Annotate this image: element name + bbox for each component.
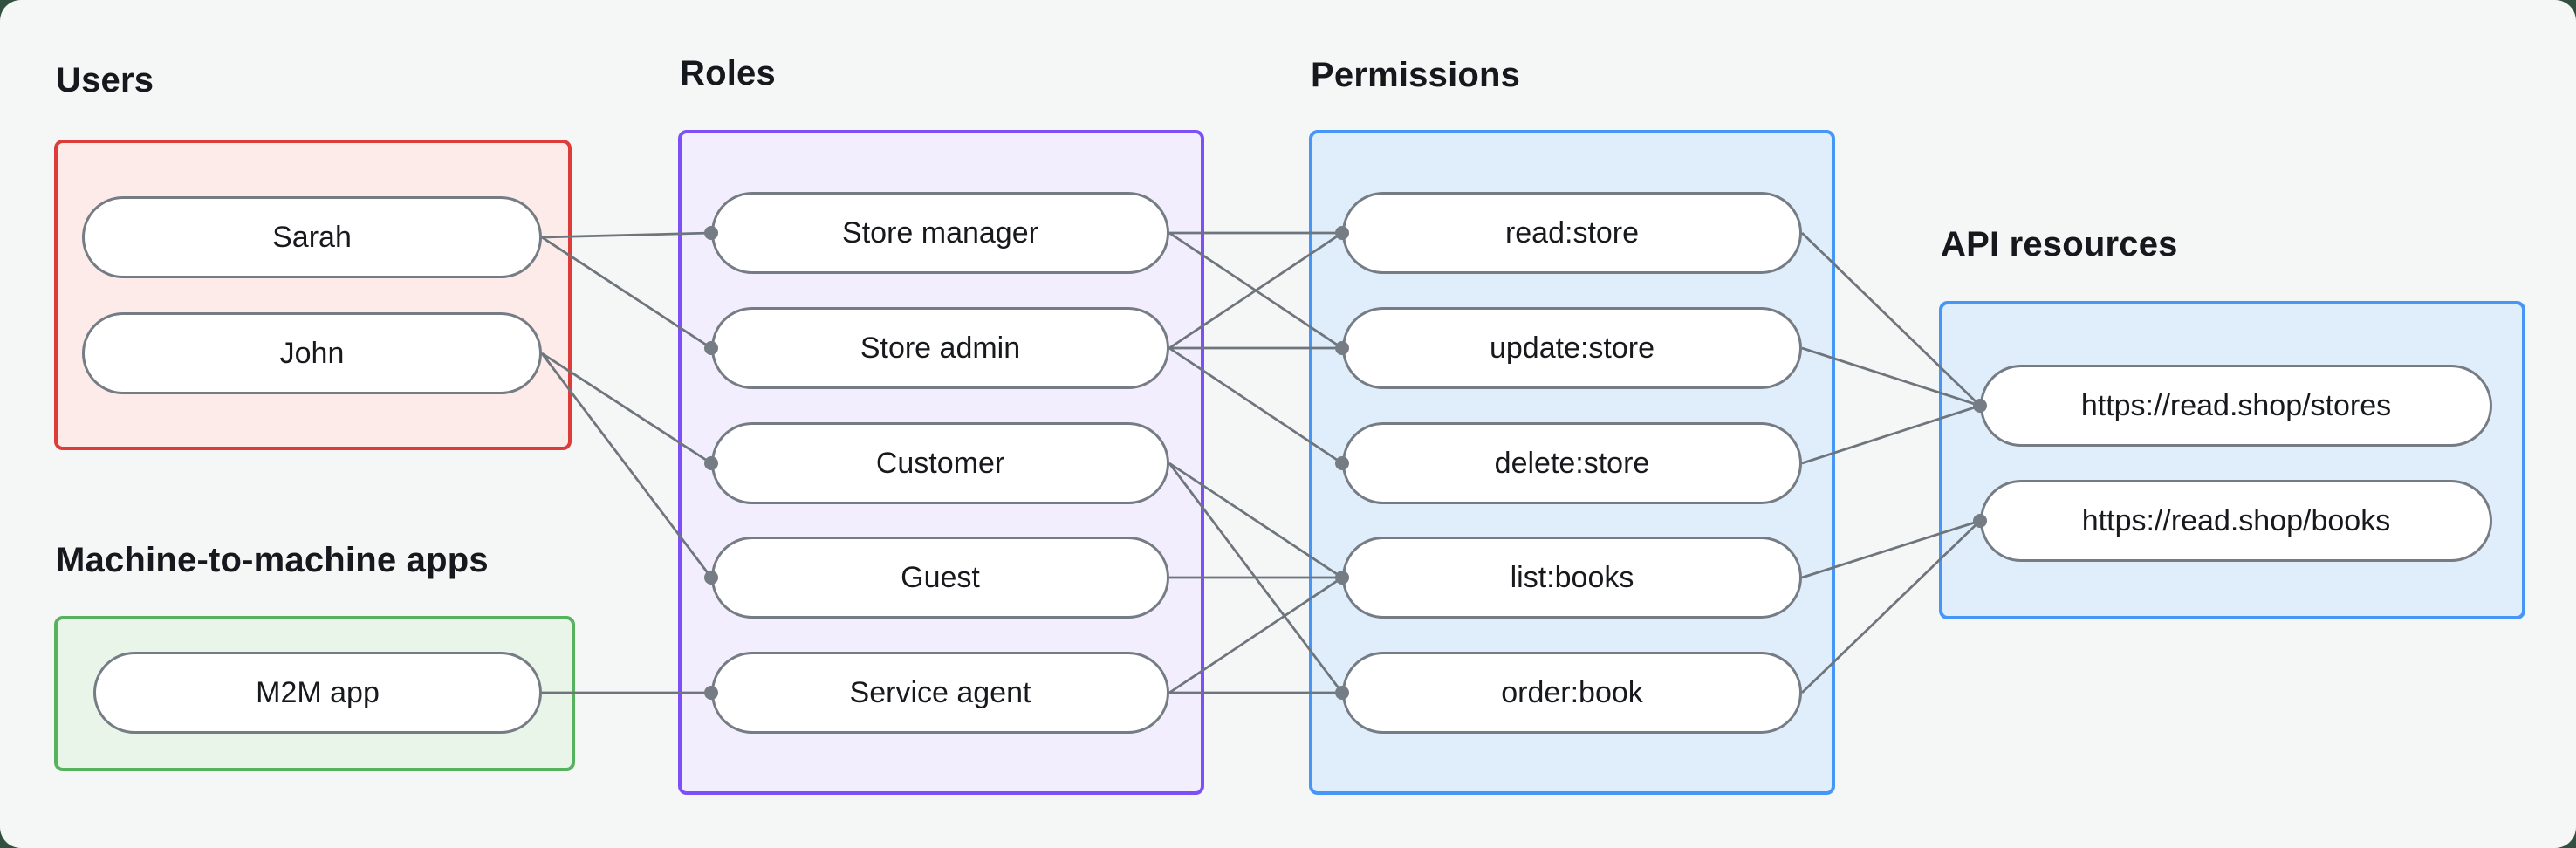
- node-user-john: John: [82, 312, 542, 394]
- node-permission-list-books: list:books: [1342, 537, 1802, 619]
- node-role-customer: Customer: [711, 422, 1169, 504]
- node-permission-read-store: read:store: [1342, 192, 1802, 274]
- node-permission-update-store: update:store: [1342, 307, 1802, 389]
- node-role-guest: Guest: [711, 537, 1169, 619]
- m2m-apps-group-label: Machine-to-machine apps: [56, 541, 489, 579]
- users-group-box: [54, 140, 572, 450]
- node-api-resource-stores: https://read.shop/stores: [1980, 365, 2492, 447]
- node-role-store-manager: Store manager: [711, 192, 1169, 274]
- node-api-resource-books: https://read.shop/books: [1980, 480, 2492, 562]
- node-role-store-admin: Store admin: [711, 307, 1169, 389]
- api-resources-group-label: API resources: [1941, 225, 2178, 263]
- node-m2m-app: M2M app: [93, 652, 542, 734]
- api-resources-group-box: [1939, 301, 2525, 619]
- users-group-label: Users: [56, 61, 154, 99]
- node-role-service-agent: Service agent: [711, 652, 1169, 734]
- node-permission-order-book: order:book: [1342, 652, 1802, 734]
- node-user-sarah: Sarah: [82, 196, 542, 278]
- permissions-group-label: Permissions: [1311, 56, 1521, 94]
- roles-group-label: Roles: [680, 54, 776, 92]
- node-permission-delete-store: delete:store: [1342, 422, 1802, 504]
